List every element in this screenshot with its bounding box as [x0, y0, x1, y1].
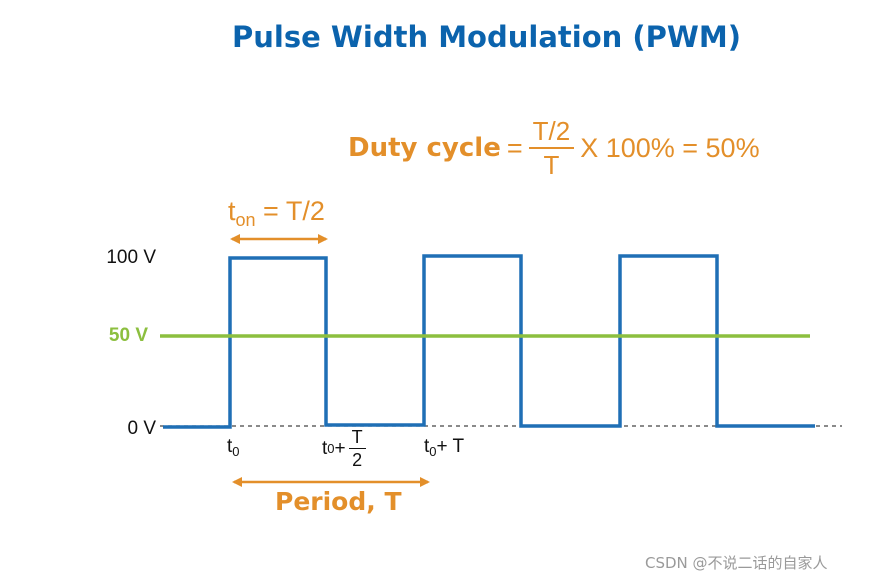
duty-cycle-label: Duty cycle — [348, 133, 501, 163]
duty-result: X 100% = 50% — [580, 132, 760, 163]
tick-T-rest: + T — [436, 436, 465, 457]
tick-t0-plus-period: t0+ T — [424, 436, 464, 459]
tick-t0-sub: 0 — [232, 444, 240, 459]
watermark: CSDN @不说二话的自家人 — [645, 554, 828, 572]
period-label: Period, T — [275, 487, 402, 516]
tick-half-fraction: T 2 — [348, 428, 366, 470]
tick-half-sub: 0 — [327, 441, 335, 456]
t-on-t: t — [228, 196, 236, 226]
tick-half-plus: + — [334, 437, 346, 459]
duty-fraction: T/2 T — [528, 118, 575, 180]
duty-equals: = — [506, 132, 523, 163]
t-on-label: ton = T/2 — [228, 196, 325, 231]
duty-numerator: T/2 — [528, 118, 575, 149]
t-on-rest: = T/2 — [255, 196, 325, 226]
tick-T-sub: 0 — [429, 444, 437, 459]
tick-half-num: T — [348, 428, 366, 449]
y-label-0v: 0 V — [127, 418, 156, 439]
t-on-sub: on — [235, 210, 256, 230]
tick-T-t: t — [424, 436, 430, 457]
duty-denominator: T — [543, 150, 560, 180]
tick-t0-t: t — [227, 436, 233, 457]
tick-t0: t0 — [227, 436, 240, 459]
duty-cycle-formula: Duty cycle = T/2 T X 100% = 50% — [348, 118, 760, 178]
page-title: Pulse Width Modulation (PWM) — [232, 20, 741, 54]
pwm-square-wave — [163, 254, 815, 429]
tick-half-den: 2 — [352, 450, 363, 470]
y-label-50v: 50 V — [108, 325, 148, 346]
tick-half-t: t — [322, 437, 328, 459]
y-label-100v: 100 V — [106, 247, 156, 268]
